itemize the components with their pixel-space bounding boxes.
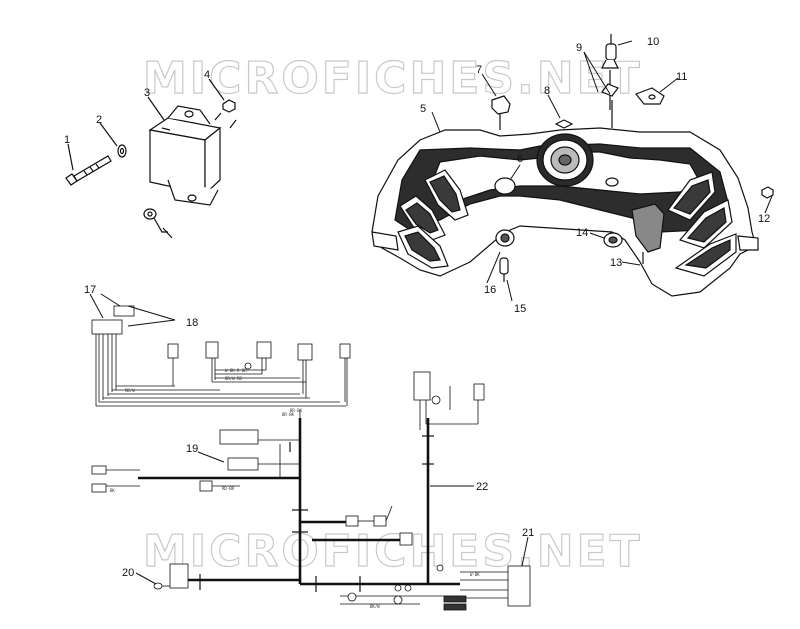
callout-8: 8	[544, 85, 550, 97]
svg-text:W·BK: W·BK	[470, 572, 480, 577]
svg-text:BR·BK: BR·BK	[282, 412, 295, 417]
callout-2: 2	[96, 114, 102, 126]
gauge	[536, 133, 594, 187]
bolt-part	[65, 155, 112, 186]
console-assembly	[371, 34, 774, 302]
watermark-bottom: MICROFICHES.NET	[143, 526, 643, 577]
bracket-part	[635, 87, 665, 105]
callout-21: 21	[522, 527, 534, 539]
svg-text:RD·BR: RD·BR	[222, 486, 235, 491]
regulator-assembly	[65, 78, 237, 239]
callout-17: 17	[84, 284, 96, 296]
callout-18: 18	[186, 317, 198, 329]
lamp-socket-part	[495, 229, 515, 247]
callout-5: 5	[420, 103, 426, 115]
svg-text:BR/W·RD: BR/W·RD	[225, 376, 242, 381]
knob-part	[491, 95, 511, 130]
callout-22: 22	[476, 481, 488, 493]
callout-11: 11	[676, 71, 687, 83]
grommet-part	[603, 232, 623, 248]
clip-part	[554, 119, 574, 129]
callout-15: 15	[514, 303, 526, 315]
callout-10: 10	[647, 36, 659, 48]
svg-text:RD/W: RD/W	[125, 388, 135, 393]
svg-text:BK/W: BK/W	[370, 604, 380, 609]
callout-19: 19	[186, 443, 198, 455]
callout-1: 1	[64, 134, 70, 146]
callout-4: 4	[204, 69, 210, 81]
svg-text:W·BK·R·BR: W·BK·R·BR	[225, 368, 247, 373]
callout-7: 7	[476, 64, 482, 76]
callout-14: 14	[576, 227, 588, 239]
callout-20: 20	[122, 567, 134, 579]
washer-part	[117, 144, 127, 158]
callout-3: 3	[144, 87, 150, 99]
callout-6: 6	[517, 153, 523, 165]
svg-text:BR·BK: BR·BK	[290, 408, 303, 413]
bulb-part	[499, 257, 509, 282]
regulator-box	[148, 105, 222, 206]
svg-text:BK: BK	[110, 488, 115, 493]
callout-13: 13	[610, 257, 622, 269]
wiring-harness: W·BK·R·BR BR/W·RD RD/W BR·BK	[89, 293, 531, 611]
ground-wire-terminal	[143, 208, 173, 239]
callout-16: 16	[484, 284, 496, 296]
callout-9: 9	[576, 42, 582, 54]
callout-labels: 1 2 3 4 5 6 7 8 9 10 11 12 13 14 15 16 1…	[64, 36, 770, 579]
callout-12: 12	[758, 213, 770, 225]
screw-part	[761, 186, 774, 199]
watermark-top: MICROFICHES.NET	[143, 53, 643, 104]
nut-part	[214, 99, 237, 129]
